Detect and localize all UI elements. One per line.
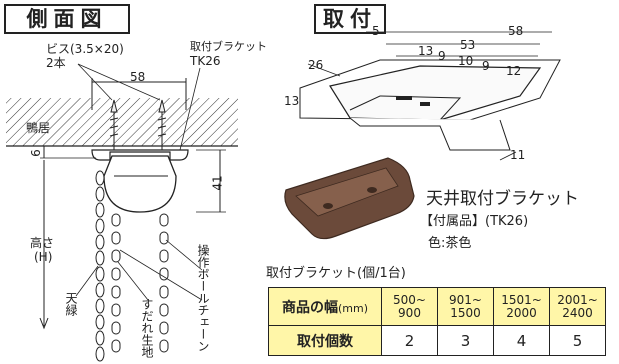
range-bottom: 2400 — [562, 305, 593, 320]
width-header-unit: (mm) — [337, 301, 368, 315]
sudare-label: すだれ生地 — [140, 298, 154, 358]
tenen-label: 天緑 — [64, 292, 78, 316]
bracket-label: 取付ブラケット — [190, 40, 267, 53]
spec-table: 商品の幅(mm) 500~900 901~1500 1501~2000 2001… — [268, 287, 606, 356]
range-cell: 1501~2000 — [493, 287, 550, 326]
range-bottom: 900 — [398, 305, 421, 320]
count-cell: 2 — [381, 325, 438, 356]
count-cell: 5 — [549, 325, 606, 356]
slat-chain-left — [95, 170, 105, 362]
height-unit: (H) — [34, 250, 53, 264]
range-cell: 901~1500 — [437, 287, 494, 326]
mount-dim-11: 11 — [510, 148, 526, 162]
table-caption: 取付ブラケット(個/1台) — [266, 266, 406, 281]
mount-dim-12: 12 — [506, 64, 522, 78]
count-cell: 3 — [437, 325, 494, 356]
mount-dim-13b: 13 — [284, 94, 300, 108]
width-header-label: 商品の幅 — [281, 299, 338, 316]
mount-dim-9a: 9 — [438, 49, 446, 63]
range-top: 901~ — [449, 292, 482, 307]
mount-dim-9b: 9 — [482, 59, 490, 73]
screw-count: 2本 — [46, 56, 66, 70]
mount-rail — [349, 117, 511, 151]
height-label: 高さ — [30, 236, 55, 250]
screw-left — [110, 99, 118, 150]
mount-dim-53: 53 — [460, 38, 476, 52]
table-row: 商品の幅(mm) 500~900 901~1500 1501~2000 2001… — [268, 287, 606, 326]
range-top: 500~ — [393, 292, 426, 307]
accessory-color: 色:茶色 — [428, 236, 472, 251]
count-cell: 4 — [493, 325, 550, 356]
screw-label: ビス(3.5×20) — [46, 42, 124, 56]
accessory-included: 【付属品】(TK26) — [420, 214, 529, 229]
bracket — [91, 149, 189, 161]
screw-right — [158, 99, 166, 150]
mount-dim-13a: 13 — [418, 44, 434, 58]
mount-title: 取付 — [314, 4, 386, 34]
dim-58-side: 58 — [130, 70, 146, 84]
mount-dim-10: 10 — [458, 54, 474, 68]
range-top: 2001~ — [557, 292, 598, 307]
range-bottom: 1500 — [450, 305, 481, 320]
ceiling-hatch — [6, 98, 238, 146]
mount-dim-5: 5 — [372, 24, 380, 38]
table-row: 取付個数 2 3 4 5 — [268, 325, 606, 356]
range-cell: 500~900 — [381, 287, 438, 326]
count-header: 取付個数 — [268, 325, 382, 356]
mount-dim-58: 58 — [508, 24, 524, 38]
side-view-title: 側面図 — [4, 4, 130, 34]
range-bottom: 2000 — [506, 305, 537, 320]
accessory-title: 天井取付ブラケット — [426, 189, 579, 209]
chain-label: 操作ボールチェーン — [196, 244, 210, 352]
width-header: 商品の幅(mm) — [268, 287, 382, 326]
range-top: 1501~ — [501, 292, 542, 307]
mount-dim-26: 26 — [308, 58, 324, 72]
range-cell: 2001~2400 — [549, 287, 606, 326]
headrail — [103, 155, 177, 213]
bracket-model: TK26 — [190, 54, 221, 68]
